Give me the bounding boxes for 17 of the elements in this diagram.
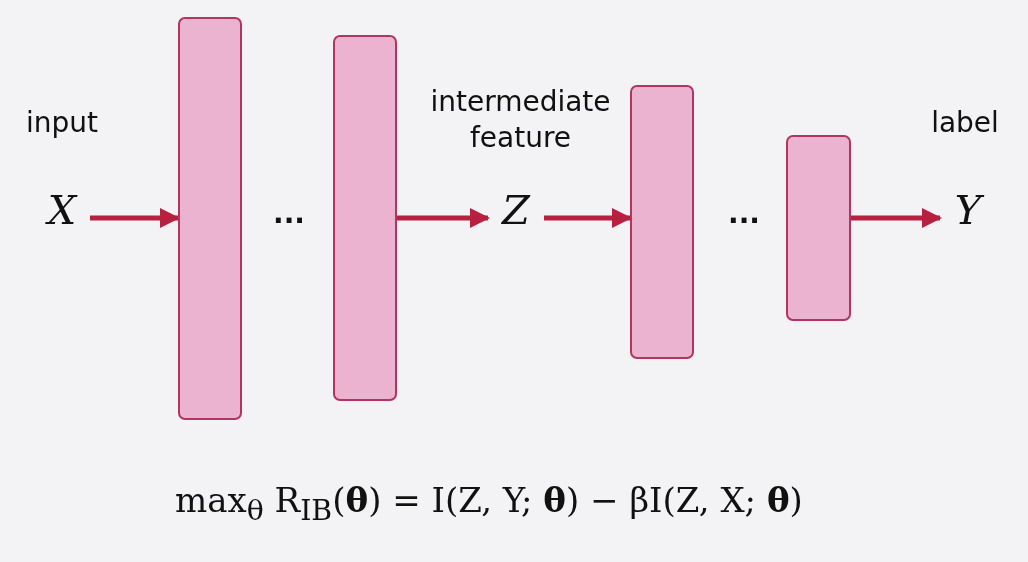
variable-label: Y — [948, 188, 988, 232]
formula-text: max$_{θ}$ R$_{IB}$(θ) = I(Z, Y; θ) − βI(Z, X; θ) — [175, 479, 803, 529]
bar-layer — [630, 85, 694, 359]
arrow — [90, 208, 180, 228]
annotation-text: input — [25, 105, 99, 141]
variable-label: X — [42, 188, 82, 232]
arrow — [544, 208, 632, 228]
arrow — [851, 208, 942, 228]
bar-layer — [178, 17, 242, 420]
bar-layer — [333, 35, 397, 401]
arrow — [397, 208, 490, 228]
annotation-text: intermediate feature — [429, 84, 612, 157]
bar-layer — [786, 135, 851, 321]
variable-label: Z — [496, 188, 536, 232]
ellipsis-text: ... — [728, 196, 760, 232]
ellipsis-text: ... — [273, 196, 305, 232]
annotation-text: label — [930, 105, 1000, 141]
